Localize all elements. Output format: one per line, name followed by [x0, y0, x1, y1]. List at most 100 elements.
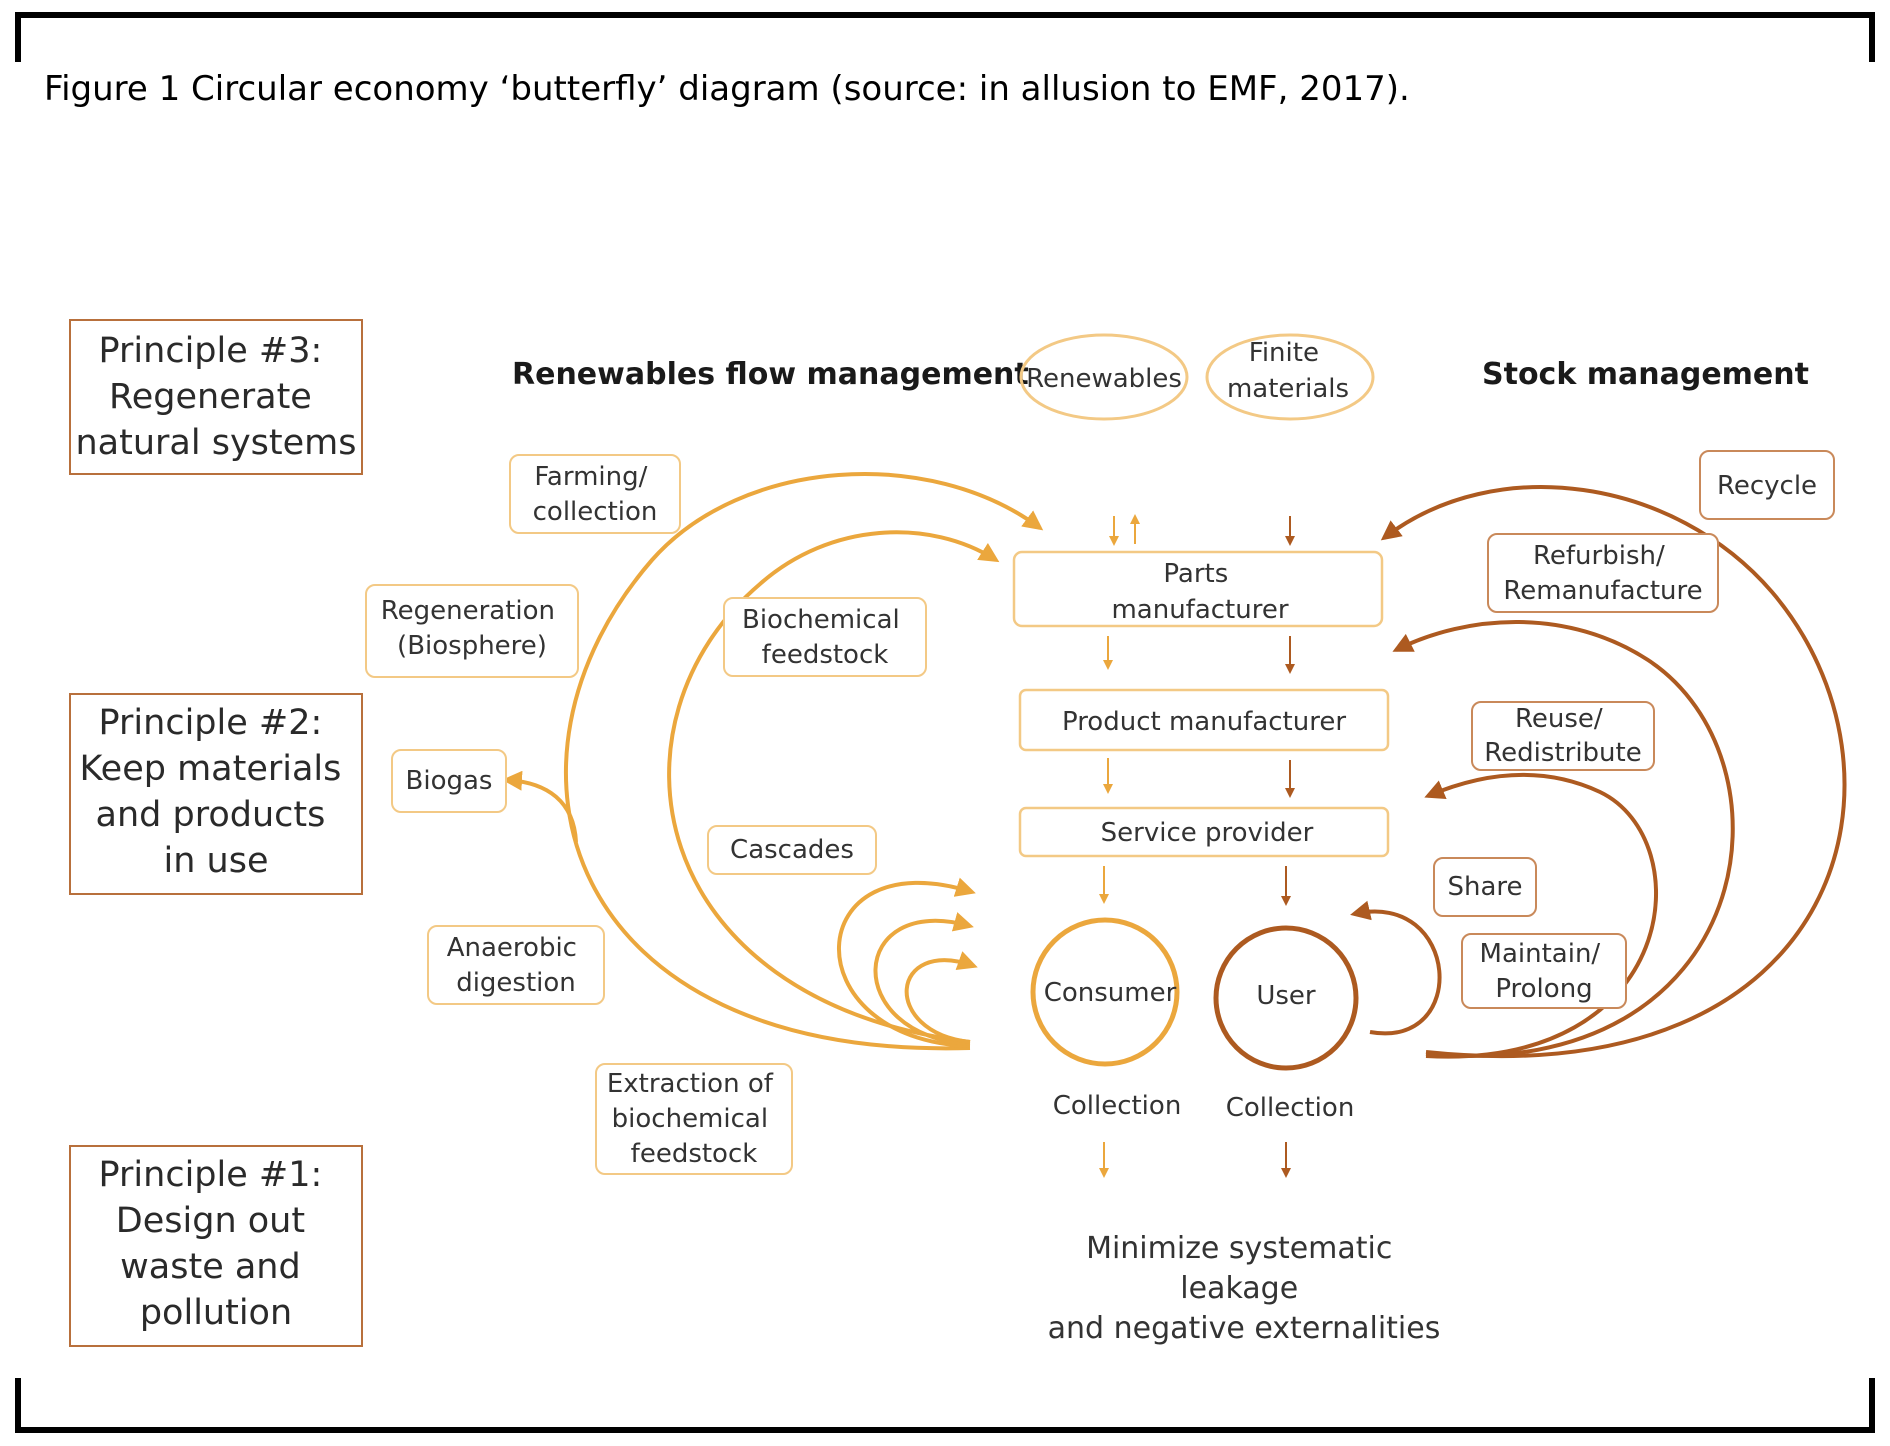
anaerobic-digestion-label: Anaerobic digestion: [427, 925, 605, 1005]
stock-management-heading: Stock management: [1482, 357, 1809, 392]
principle-1-line-3: waste and: [120, 1247, 301, 1287]
consumer-label: Consumer: [1044, 978, 1177, 1008]
svg-text:Principle #1: Design out: Principle #1: Design out waste and pollu…: [99, 1155, 334, 1333]
reuse-label-2: Redistribute: [1484, 738, 1641, 768]
leakage-line-1: Minimize systematic: [1086, 1231, 1392, 1266]
anaerobic-label-2: digestion: [456, 968, 576, 998]
extraction-label: Extraction of biochemical feedstock: [595, 1063, 793, 1175]
biochemical-label-1: Biochemical: [742, 605, 900, 635]
share-loop: [1350, 900, 1442, 1036]
refurbish-label-2: Remanufacture: [1503, 576, 1702, 606]
svg-text:Parts manufacturer: Parts manufacturer: [1111, 559, 1288, 625]
principle-3-line-3: natural systems: [76, 423, 357, 463]
recycle-loop: [1380, 485, 1847, 1059]
biochemical-feedstock-label: Biochemical feedstock: [723, 597, 927, 677]
svg-text:Reuse/ Redistribute: Reuse/ Redistribute: [1484, 704, 1641, 768]
farming-label-2: collection: [533, 497, 658, 527]
cascade-loop-middle: [873, 912, 974, 1046]
svg-text:Biochemical feedstock: Biochemical feedstock: [742, 605, 908, 670]
biogas-text: Biogas: [406, 766, 493, 796]
extraction-label-2: biochemical: [612, 1104, 768, 1134]
collection-left-label: Collection: [1053, 1091, 1182, 1121]
principle-3-line-2: Regenerate: [109, 377, 312, 417]
svg-text:Refurbish/ Remanufacture: Refurbish/ Remanufacture: [1503, 541, 1702, 606]
reuse-loop: [1424, 772, 1659, 1059]
principle-3-line-1: Principle #3:: [99, 331, 323, 371]
renewables-flow-arrows: [1099, 514, 1140, 1178]
parts-label-1: Parts: [1163, 559, 1228, 589]
cascade-loop-outer: [837, 877, 976, 1048]
service-provider-label: Service provider: [1101, 818, 1314, 848]
regeneration-label-2: (Biosphere): [397, 631, 547, 661]
principle-2-box: Principle #2: Keep materials and product…: [69, 693, 363, 895]
parts-label-2: manufacturer: [1111, 595, 1288, 625]
service-provider-box: Service provider: [1018, 806, 1390, 858]
biochemical-label-2: feedstock: [762, 640, 889, 670]
svg-text:Principle #2: Keep mater: Principle #2: Keep materials and product…: [79, 703, 352, 881]
technical-loops: [1350, 485, 1847, 1059]
farming-label-1: Farming/: [534, 462, 647, 492]
product-manufacturer-box: Product manufacturer: [1018, 688, 1390, 752]
finite-materials-source: Finite materials: [1205, 333, 1375, 421]
biochemical-loop: [667, 530, 1000, 1044]
finite-label-1: Finite: [1249, 338, 1319, 368]
anaerobic-label-1: Anaerobic: [447, 933, 577, 963]
svg-text:Anaerobic digestion: Anaerobic digestion: [447, 933, 586, 998]
product-manufacturer-label: Product manufacturer: [1062, 707, 1346, 737]
renewables-flow-heading: Renewables flow management: [512, 357, 1029, 392]
refurbish-label: Refurbish/ Remanufacture: [1487, 533, 1719, 613]
leakage-line-3: and negative externalities: [1048, 1311, 1441, 1346]
svg-text:Farming/ collection: Farming/ collection: [533, 462, 658, 527]
figure-frame: [15, 12, 1875, 1433]
parts-manufacturer-box: Parts manufacturer: [1012, 550, 1384, 628]
refurbish-label-1: Refurbish/: [1533, 541, 1665, 571]
regeneration-label: Regeneration (Biosphere): [365, 584, 579, 678]
principle-2-line-1: Principle #2:: [99, 703, 323, 743]
svg-text:Extraction of biochemica: Extraction of biochemical feedstock: [607, 1069, 781, 1169]
farming-collection-label: Farming/ collection: [509, 454, 681, 534]
svg-text:Maintain/ Prolong: Maintain/ Prolong: [1480, 939, 1609, 1004]
reuse-label: Reuse/ Redistribute: [1471, 701, 1655, 771]
leakage-text: Minimize systematic leakage and negative…: [1048, 1231, 1441, 1346]
reuse-label-1: Reuse/: [1515, 704, 1603, 734]
principle-1-box: Principle #1: Design out waste and pollu…: [69, 1145, 363, 1347]
share-label: Share: [1433, 857, 1537, 917]
principle-2-line-4: in use: [164, 841, 269, 881]
cascade-loop-inner: [904, 951, 978, 1044]
figure-caption: Figure 1 Circular economy ‘butterfly’ di…: [44, 69, 1410, 109]
collection-right-label: Collection: [1226, 1093, 1355, 1123]
biological-loops: [502, 472, 1044, 1051]
farming-loop: [564, 472, 1044, 1051]
user-label: User: [1256, 981, 1316, 1011]
user-node: User: [1213, 925, 1359, 1071]
principle-1-line-1: Principle #1:: [99, 1155, 323, 1195]
svg-text:Regeneration (Biosphere): Regeneration (Biosphere): [381, 596, 564, 661]
renewables-source: Renewables: [1019, 333, 1189, 421]
principle-1-line-4: pollution: [140, 1293, 292, 1333]
regeneration-label-1: Regeneration: [381, 596, 555, 626]
svg-text:Finite materials: Finite materials: [1227, 338, 1349, 404]
maintain-label: Maintain/ Prolong: [1461, 933, 1627, 1009]
principle-1-line-2: Design out: [116, 1201, 305, 1241]
technical-flow-arrows: [1281, 516, 1295, 1178]
svg-text:Principle #3: Regenerate: Principle #3: Regenerate natural systems: [76, 331, 357, 463]
refurbish-loop: [1392, 620, 1735, 1058]
biogas-label: Biogas: [391, 749, 507, 813]
biogas-arrow: [502, 770, 578, 843]
principle-2-line-2: Keep materials: [79, 749, 341, 789]
maintain-label-2: Prolong: [1495, 974, 1592, 1004]
maintain-label-1: Maintain/: [1480, 939, 1601, 969]
cascades-text: Cascades: [730, 835, 854, 865]
extraction-label-1: Extraction of: [607, 1069, 774, 1099]
cascades-label: Cascades: [707, 825, 877, 875]
renewables-label: Renewables: [1026, 364, 1182, 394]
recycle-label: Recycle: [1699, 450, 1835, 520]
extraction-label-3: feedstock: [631, 1139, 758, 1169]
leakage-line-2: leakage: [1180, 1271, 1298, 1306]
finite-label-2: materials: [1227, 374, 1349, 404]
principle-3-box: Principle #3: Regenerate natural systems: [69, 319, 363, 475]
principle-2-line-3: and products: [96, 795, 326, 835]
recycle-text: Recycle: [1717, 471, 1817, 501]
share-text: Share: [1447, 872, 1522, 902]
